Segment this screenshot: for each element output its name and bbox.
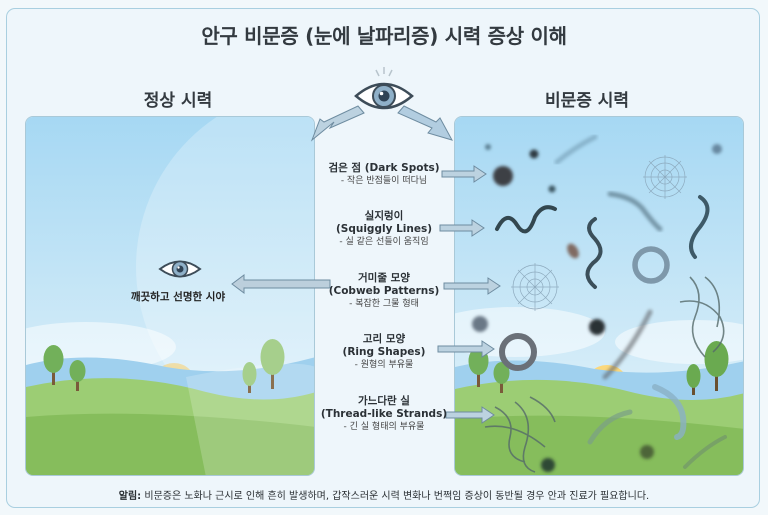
page-title: 안구 비문증 (눈에 날파리증) 시력 증상 이해 bbox=[201, 24, 567, 48]
symptom-ring-shapes: 고리 모양 (Ring Shapes) - 원형의 부유물 bbox=[300, 333, 468, 371]
symptom-dark-spots: 검은 점 (Dark Spots) - 작은 반점들이 떠다님 bbox=[300, 162, 468, 187]
floaters-vision-heading: 비문증 시력 bbox=[544, 91, 630, 111]
thread-strand-floaters bbox=[484, 276, 725, 473]
symptom-title: 가느다란 실 bbox=[358, 395, 410, 407]
symptom-squiggly-lines: 실지렁이 (Squiggly Lines) - 실 같은 선들이 움직임 bbox=[300, 210, 468, 248]
dark-spot-floaters bbox=[472, 144, 722, 472]
symptom-title-en: (Ring Shapes) bbox=[342, 346, 426, 358]
symptom-cobweb-patterns: 거미줄 모양 (Cobweb Patterns) - 복잡한 그물 형태 bbox=[300, 272, 468, 310]
symptom-title-en: (Thread-like Strands) bbox=[320, 408, 448, 420]
symptom-title: 검은 점 (Dark Spots) bbox=[328, 162, 440, 174]
symptom-title-en: (Squiggly Lines) bbox=[335, 223, 433, 235]
symptom-title: 거미줄 모양 bbox=[358, 272, 410, 284]
ring-floaters bbox=[499, 246, 670, 371]
symptom-desc: - 원형의 부유물 bbox=[354, 360, 414, 370]
symptom-desc: - 복잡한 그물 형태 bbox=[349, 299, 419, 309]
symptom-title: 실지렁이 bbox=[364, 210, 404, 222]
squiggly-line-floaters bbox=[495, 134, 727, 469]
floaters-vision-panel bbox=[454, 116, 744, 476]
cobweb-floaters bbox=[511, 155, 687, 311]
symptom-title: 고리 모양 bbox=[362, 333, 406, 345]
notice-body: 비문증은 노화나 근시로 인해 흔히 발생하며, 갑작스러운 시력 변화나 번쩍… bbox=[141, 491, 650, 502]
symptom-title-en: (Cobweb Patterns) bbox=[328, 285, 440, 297]
tree-icon bbox=[43, 339, 285, 393]
notice-label: 알림: bbox=[118, 491, 142, 502]
symptom-legend-column bbox=[316, 140, 450, 476]
normal-vision-panel bbox=[25, 116, 315, 476]
clear-vision-label: 깨끗하고 선명한 시야 bbox=[130, 291, 226, 303]
symptom-desc: - 긴 실 형태의 부유물 bbox=[343, 422, 425, 432]
floaters-landscape-illustration bbox=[455, 117, 743, 475]
clear-landscape-illustration bbox=[26, 117, 314, 475]
normal-vision-heading: 정상 시력 bbox=[143, 91, 213, 111]
notice-text: 알림: 비문증은 노화나 근시로 인해 흔히 발생하며, 갑작스러운 시력 변화… bbox=[0, 487, 768, 502]
symptom-desc: - 실 같은 선들이 움직임 bbox=[339, 237, 429, 247]
symptom-desc: - 작은 반점들이 떠다님 bbox=[340, 176, 428, 186]
symptom-thread-strands: 가느다란 실 (Thread-like Strands) - 긴 실 형태의 부… bbox=[300, 395, 468, 433]
